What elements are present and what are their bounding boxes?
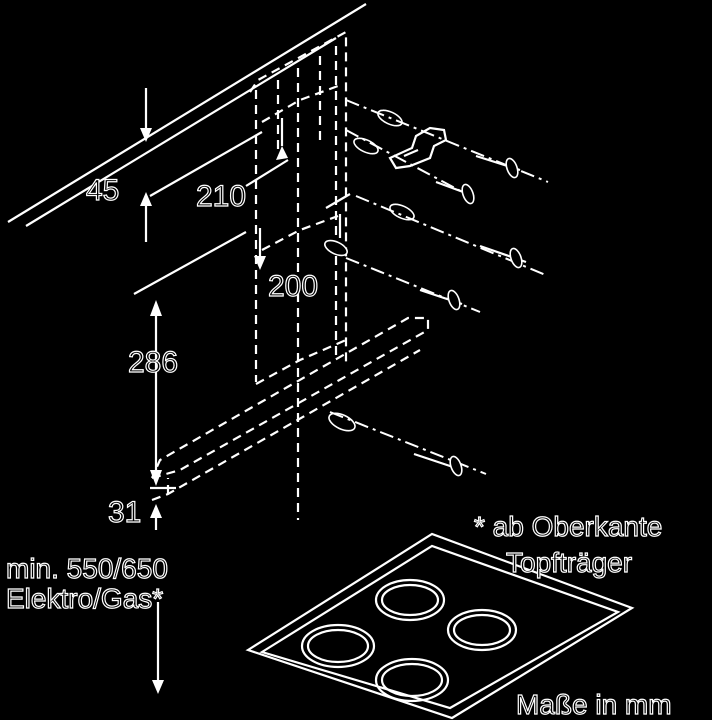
- dimension-label-286: 286: [128, 346, 178, 379]
- screw: [413, 452, 463, 477]
- dimension-label-200: 200: [268, 270, 318, 303]
- ceiling-edge: [7, 3, 367, 227]
- screws: [329, 99, 549, 477]
- min-height-note-line2: Elektro/Gas*: [6, 583, 163, 614]
- units-note: Maße in mm: [516, 689, 672, 720]
- cooktop-burner: [374, 578, 446, 622]
- wall-plug: [324, 239, 348, 257]
- wall-plug: [328, 412, 356, 432]
- dimension-label-210: 210: [196, 180, 246, 213]
- cooktop: [245, 532, 635, 720]
- screw: [419, 288, 463, 311]
- cooktop-burner: [374, 657, 450, 703]
- wall-plug: [353, 137, 379, 155]
- wall-plugs: [324, 109, 415, 432]
- hood-canopy-outline: [150, 316, 430, 502]
- wall-plug: [389, 203, 415, 221]
- screw: [475, 154, 521, 179]
- footnote-line1: * ab Oberkante: [474, 511, 662, 542]
- min-height-note-line1: min. 550/650: [6, 553, 168, 584]
- dimension-label-45: 45: [86, 174, 119, 207]
- screw: [479, 244, 527, 269]
- screw: [435, 180, 475, 205]
- dimension-label-31: 31: [108, 496, 141, 529]
- cooktop-burner: [446, 608, 518, 652]
- footnote-line2: Topfträger: [506, 547, 632, 578]
- dimension-lines: [133, 88, 351, 694]
- upper-mounting-bracket: [388, 126, 448, 170]
- cooktop-burner: [300, 623, 376, 669]
